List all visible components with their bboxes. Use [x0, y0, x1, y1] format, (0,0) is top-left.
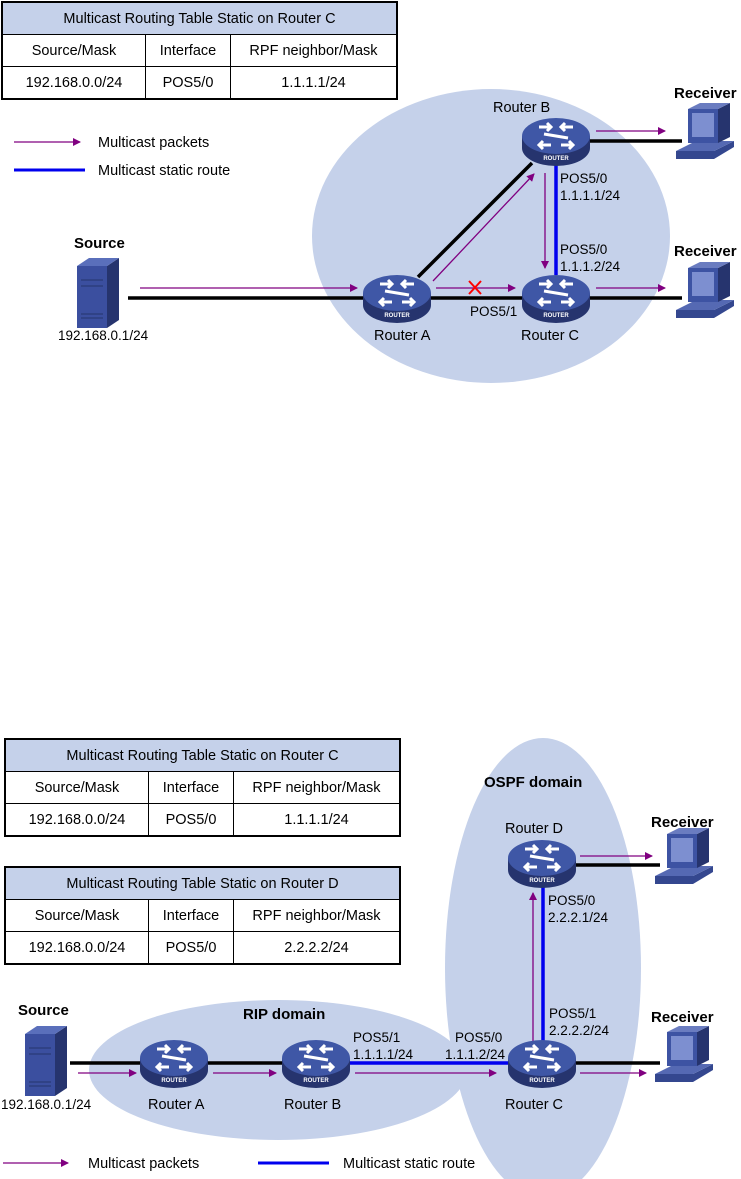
table-title: Multicast Routing Table Static on Router… [4, 866, 401, 900]
server-icon [24, 1025, 68, 1097]
network-diagram-1: Multicast packets Multicast static route… [14, 85, 737, 383]
computer-icon [655, 828, 713, 884]
router-icon-text: ROUTER [161, 1078, 187, 1084]
router-b-ip: 1.1.1.1/24 [560, 188, 621, 203]
blocked-x-icon [468, 280, 482, 295]
table-title: Multicast Routing Table Static on Router… [4, 738, 401, 772]
table-row: 192.168.0.0/24 POS5/0 1.1.1.1/24 [4, 803, 401, 837]
cell-interface: POS5/0 [148, 931, 234, 965]
col-header-interface: Interface [145, 34, 231, 67]
col-header-source-mask: Source/Mask [4, 771, 149, 804]
router-c-interface-pos51: POS5/1 [470, 304, 517, 319]
rip-domain-area [89, 1000, 467, 1140]
router-c-ip-pos51: 2.2.2.2/24 [549, 1023, 610, 1038]
router-c-interface-pos51: POS5/1 [549, 1006, 596, 1021]
computer-icon [655, 1026, 713, 1082]
computer-icon [676, 262, 734, 318]
router-c[interactable]: ROUTER [506, 1038, 578, 1090]
router-b-label: Router B [284, 1097, 341, 1113]
source-server[interactable] [24, 1025, 68, 1097]
cell-source-mask: 192.168.0.0/24 [4, 803, 149, 837]
router-icon-text: ROUTER [543, 313, 569, 319]
source-label: Source [18, 1002, 69, 1019]
source-label: Source [74, 235, 125, 252]
legend-static-route-label: Multicast static route [343, 1156, 475, 1172]
router-c-label: Router C [505, 1097, 563, 1113]
cell-rpf-neighbor: 1.1.1.1/24 [233, 803, 401, 837]
router-b-label: Router B [493, 100, 550, 116]
routing-table-router-c-2: Multicast Routing Table Static on Router… [4, 738, 401, 837]
router-b-ip: 1.1.1.1/24 [353, 1047, 414, 1062]
server-icon [76, 257, 120, 329]
ospf-domain-label: OSPF domain [484, 774, 582, 791]
receiver-1[interactable] [676, 103, 734, 159]
router-icon-text: ROUTER [529, 878, 555, 884]
receiver-1-label: Receiver [674, 85, 737, 102]
router-c-ip-pos50: 1.1.1.2/24 [445, 1047, 506, 1062]
router-icon-text: ROUTER [384, 313, 410, 319]
router-c-label: Router C [521, 328, 579, 344]
router-c-interface-pos50: POS5/0 [455, 1030, 502, 1045]
col-header-rpf-neighbor: RPF neighbor/Mask [233, 899, 401, 932]
cell-rpf-neighbor: 1.1.1.1/24 [230, 66, 398, 100]
router-d-label: Router D [505, 821, 563, 837]
network-diagram-2: RIP domain OSPF domain Source 192.168.0.… [1, 738, 714, 1179]
receiver-d[interactable] [655, 828, 713, 884]
router-a[interactable]: ROUTER [361, 273, 433, 325]
router-d[interactable]: ROUTER [506, 838, 578, 890]
col-header-source-mask: Source/Mask [1, 34, 146, 67]
cell-source-mask: 192.168.0.0/24 [4, 931, 149, 965]
router-b[interactable]: ROUTER [520, 116, 592, 168]
cell-interface: POS5/0 [145, 66, 231, 100]
col-header-interface: Interface [148, 899, 234, 932]
routing-table-router-d: Multicast Routing Table Static on Router… [4, 866, 401, 965]
router-c-interface-pos50: POS5/0 [560, 242, 607, 257]
col-header-interface: Interface [148, 771, 234, 804]
receiver-c-label: Receiver [651, 1009, 714, 1026]
router-c-ip: 1.1.1.2/24 [560, 259, 621, 274]
router-b-interface: POS5/0 [560, 171, 607, 186]
source-ip: 192.168.0.1/24 [58, 328, 149, 343]
rip-domain-label: RIP domain [243, 1006, 325, 1023]
router-b[interactable]: ROUTER [280, 1038, 352, 1090]
packet-arrow-a-to-b [432, 173, 535, 282]
router-d-ip: 2.2.2.1/24 [548, 910, 609, 925]
routing-table-router-c: Multicast Routing Table Static on Router… [1, 1, 398, 100]
col-header-rpf-neighbor: RPF neighbor/Mask [233, 771, 401, 804]
receiver-2[interactable] [676, 262, 734, 318]
source-server[interactable] [76, 257, 120, 329]
table-row: 192.168.0.0/24 POS5/0 2.2.2.2/24 [4, 931, 401, 965]
legend-multicast-packets-label: Multicast packets [88, 1156, 199, 1172]
legend: Multicast packets Multicast static route [3, 1156, 475, 1172]
cell-rpf-neighbor: 2.2.2.2/24 [233, 931, 401, 965]
router-icon-text: ROUTER [543, 156, 569, 162]
router-b-interface: POS5/1 [353, 1030, 400, 1045]
cell-interface: POS5/0 [148, 803, 234, 837]
router-a-label: Router A [148, 1097, 205, 1113]
legend-multicast-packets-label: Multicast packets [98, 135, 209, 151]
col-header-rpf-neighbor: RPF neighbor/Mask [230, 34, 398, 67]
legend: Multicast packets Multicast static route [14, 135, 230, 179]
router-d-interface: POS5/0 [548, 893, 595, 908]
router-a-label: Router A [374, 328, 431, 344]
computer-icon [676, 103, 734, 159]
source-ip: 192.168.0.1/24 [1, 1097, 92, 1112]
table-row: 192.168.0.0/24 POS5/0 1.1.1.1/24 [1, 66, 398, 100]
legend-static-route-label: Multicast static route [98, 163, 230, 179]
receiver-c[interactable] [655, 1026, 713, 1082]
network-domain-area [312, 89, 670, 383]
router-icon-text: ROUTER [303, 1078, 329, 1084]
receiver-d-label: Receiver [651, 814, 714, 831]
link-router-a-router-b[interactable] [416, 161, 534, 279]
router-c[interactable]: ROUTER [520, 273, 592, 325]
receiver-2-label: Receiver [674, 243, 737, 260]
router-a[interactable]: ROUTER [138, 1038, 210, 1090]
router-icon-text: ROUTER [529, 1078, 555, 1084]
